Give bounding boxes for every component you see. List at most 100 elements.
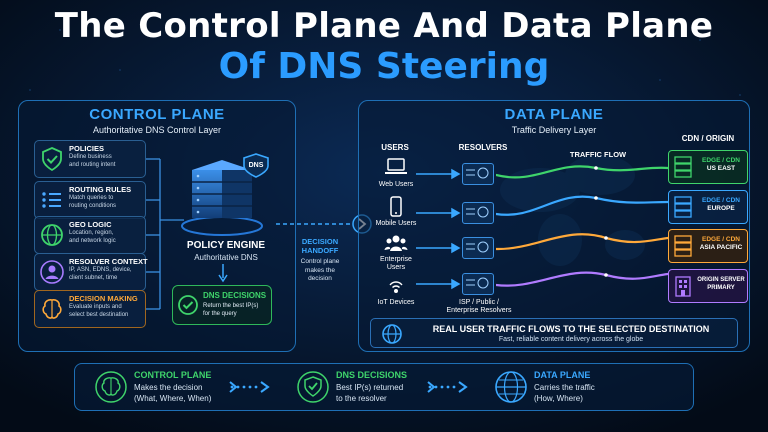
geo-logic-desc-2: and network logic (69, 237, 116, 244)
globe-icon (382, 324, 402, 344)
dns-decisions-card: DNS DECISIONS Return the best IP(s) for … (172, 285, 272, 325)
globe-icon (495, 371, 527, 403)
group-icon (384, 235, 408, 251)
origin-server-line2: PRIMARY (707, 285, 735, 291)
server-icon (674, 156, 692, 178)
user-icon (40, 260, 64, 284)
summary-data-title: DATA PLANE (534, 370, 591, 380)
origin-server-line1: ORIGIN SERVER (697, 277, 745, 283)
cdn-europe-line1: EDGE / CDN (702, 197, 740, 204)
handoff-desc-1: Control plane (300, 258, 340, 265)
decision-making-desc-2: select best destination (69, 311, 129, 318)
decision-making-desc-1: Evaluate inputs and (69, 304, 122, 310)
resolver-context-desc-2: client subnet, time (69, 274, 118, 281)
summary-control-desc-2: (What, Where, When) (134, 394, 212, 403)
web-users-label: Web Users (378, 181, 414, 188)
resolver-context-title: RESOLVER CONTEXT (69, 257, 148, 266)
geo-logic-card: GEO LOGIC Location, region, and network … (34, 216, 146, 254)
enterprise-users-label-1: Enterprise (380, 256, 412, 263)
handoff-title-2: HANDOFF (301, 246, 339, 255)
summary-control-title: CONTROL PLANE (134, 370, 212, 380)
routing-rules-desc-1: Match queries to (69, 195, 114, 201)
down-arrow-icon (218, 264, 228, 283)
page-title-line1: The Control Plane And Data Plane (54, 6, 714, 46)
policies-desc-1: Define business (69, 154, 112, 160)
origin-server-card: ORIGIN SERVER PRIMARY (668, 269, 748, 303)
origin-server-label: ORIGIN SERVER PRIMARY (695, 276, 747, 292)
shield-check-icon (42, 147, 62, 172)
page-title-line2: Of DNS Steering (218, 46, 550, 87)
policy-engine-subtitle: Authoritative DNS (194, 253, 258, 262)
dns-decisions-desc-2: for the query (203, 311, 237, 317)
banner-subtitle: Fast, reliable content delivery across t… (498, 336, 644, 343)
server-icon (674, 235, 692, 257)
phone-icon (390, 196, 402, 217)
handoff-desc-2: makes the (305, 266, 335, 274)
traffic-flow-curves (496, 165, 668, 287)
cdn-heading: CDN / ORIGIN (681, 134, 735, 143)
resolvers-heading: RESOLVERS (458, 143, 508, 152)
cdn-us-east-card: EDGE / CDN US EAST (668, 150, 748, 184)
cdn-asia-pacific-label: EDGE / CDN ASIA PACIFIC (695, 236, 747, 252)
resolver-caption-2: Enterprise Resolvers (446, 307, 512, 314)
list-icon (42, 192, 61, 208)
resolver-globe-icons (466, 167, 489, 289)
geo-logic-title: GEO LOGIC (69, 220, 112, 229)
cdn-asia-pacific-card: EDGE / CDN ASIA PACIFIC (668, 229, 748, 263)
resolver-context-card: RESOLVER CONTEXT IP, ASN, EDNS, device, … (34, 253, 148, 291)
cdn-europe-label: EDGE / CDN EUROPE (695, 197, 747, 213)
routing-rules-card: ROUTING RULES Match queries to routing c… (34, 181, 146, 219)
control-plane-subheading: Authoritative DNS Control Layer (92, 125, 222, 135)
arrow-right-icon (229, 381, 270, 393)
dns-decisions-desc-1: Return the best IP(s) (203, 303, 259, 309)
summary-decisions-title: DNS DECISIONS (336, 370, 408, 380)
resolver-context-desc-1: IP, ASN, EDNS, device, (69, 267, 132, 273)
shield-check-icon (297, 371, 329, 403)
dns-badge: DNS (248, 162, 264, 169)
check-circle-icon (178, 295, 198, 315)
cdn-asia-pacific-line1: EDGE / CDN (702, 236, 740, 243)
summary-decisions-desc-1: Best IP(s) returned (336, 383, 404, 392)
policy-engine-server-icon (181, 153, 269, 236)
data-plane-subheading: Traffic Delivery Layer (511, 125, 597, 135)
summary-data-desc-1: Carries the traffic (534, 383, 595, 392)
summary-data-desc-2: (How, Where) (534, 394, 583, 403)
banner-title: REAL USER TRAFFIC FLOWS TO THE SELECTED … (432, 324, 710, 334)
enterprise-users-label-2: Users (386, 264, 406, 271)
handoff-title: DECISION HANDOFF (292, 237, 348, 255)
cdn-europe-card: EDGE / CDN EUROPE (668, 190, 748, 224)
traffic-banner: REAL USER TRAFFIC FLOWS TO THE SELECTED … (370, 318, 738, 348)
arrow-right-icon (427, 381, 468, 393)
server-icon (674, 196, 692, 218)
laptop-icon (385, 158, 407, 174)
routing-rules-desc-2: routing conditions (69, 202, 117, 209)
cdn-asia-pacific-line2: ASIA PACIFIC (699, 244, 743, 251)
brain-icon (42, 299, 62, 319)
policy-engine-title: POLICY ENGINE (186, 240, 266, 251)
policies-title: POLICIES (69, 144, 105, 153)
item-connectors (146, 158, 184, 310)
mobile-users-label: Mobile Users (375, 220, 417, 227)
geo-logic-desc-1: Location, region, (69, 230, 114, 236)
handoff-desc: Control plane makes the decision (292, 258, 348, 284)
iot-devices-label: IoT Devices (377, 299, 415, 306)
decision-making-card: DECISION MAKING Evaluate inputs and sele… (34, 290, 146, 328)
summary-decisions-desc-2: to the resolver (336, 394, 387, 403)
traffic-flow-label: TRAFFIC FLOW (569, 150, 627, 159)
building-icon (675, 276, 691, 297)
user-resolver-arrows (416, 168, 461, 290)
summary-control-desc-1: Makes the decision (134, 383, 203, 392)
decision-making-title: DECISION MAKING (69, 294, 138, 303)
cdn-us-east-line1: EDGE / CDN (702, 157, 740, 164)
data-plane-heading: DATA PLANE (504, 106, 604, 123)
brain-icon (95, 371, 127, 403)
routing-rules-title: ROUTING RULES (69, 185, 132, 194)
globe-icon (41, 224, 63, 246)
data-plane-panel (358, 100, 750, 352)
control-plane-heading: CONTROL PLANE (89, 106, 225, 123)
summary-bar (74, 363, 694, 411)
policies-desc-2: and routing intent (69, 161, 116, 168)
dns-decisions-title: DNS DECISIONS (203, 291, 267, 300)
resolver-caption-1: ISP / Public / (459, 299, 499, 306)
handoff-title-1: DECISION (301, 237, 339, 246)
